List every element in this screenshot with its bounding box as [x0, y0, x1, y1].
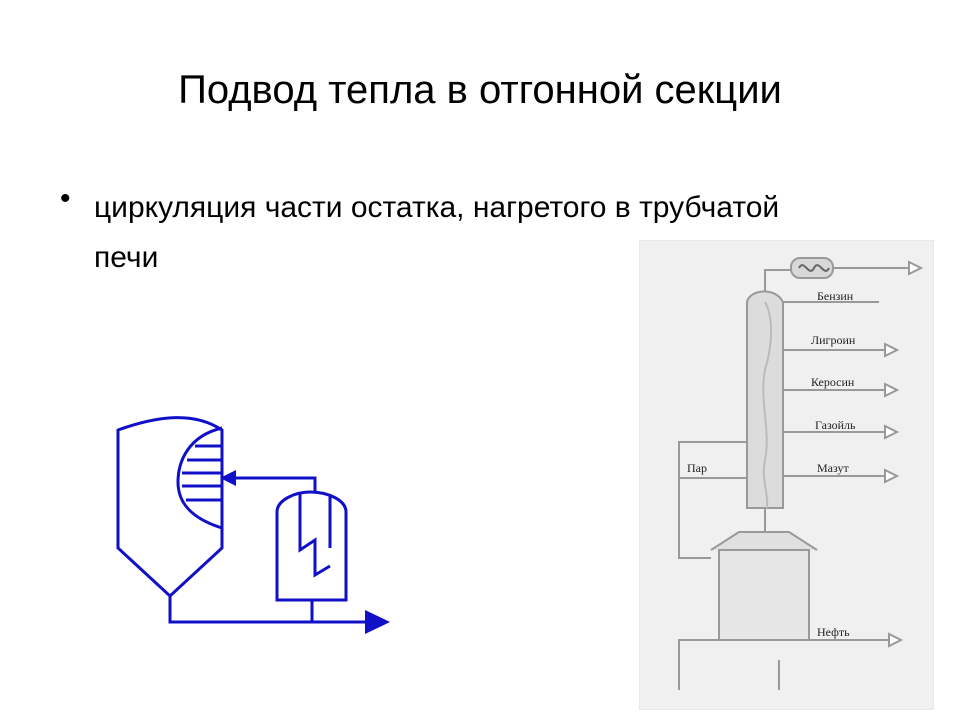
recirculation-line [232, 476, 317, 492]
outlet-arrowhead [365, 610, 390, 634]
distillation-photo: Бензин Лигроин Керосин Газойль Мазут Пар… [639, 240, 934, 710]
recirculation-arrowhead [220, 470, 236, 486]
label-mazut: Мазут [817, 461, 849, 475]
column-shell [746, 290, 784, 509]
column-trays [176, 426, 223, 530]
bottoms-line [168, 596, 365, 624]
label-gazoil: Газойль [815, 418, 856, 432]
reboiler-schematic [116, 416, 390, 634]
column-body [116, 416, 224, 599]
bullet-marker: • [60, 182, 71, 215]
bullet-text: циркуляция части остатка, нагретого в тр… [94, 191, 780, 274]
furnace-coil [298, 494, 331, 578]
condenser [790, 257, 834, 279]
label-par: Пар [687, 461, 707, 475]
label-kerosin: Керосин [811, 375, 855, 389]
furnace [275, 490, 348, 602]
slide-title: Подвод тепла в отгонной секции [178, 68, 782, 112]
label-ligroin: Лигроин [811, 333, 856, 347]
label-benzin: Бензин [817, 289, 854, 303]
label-neft: Нефть [817, 625, 850, 639]
